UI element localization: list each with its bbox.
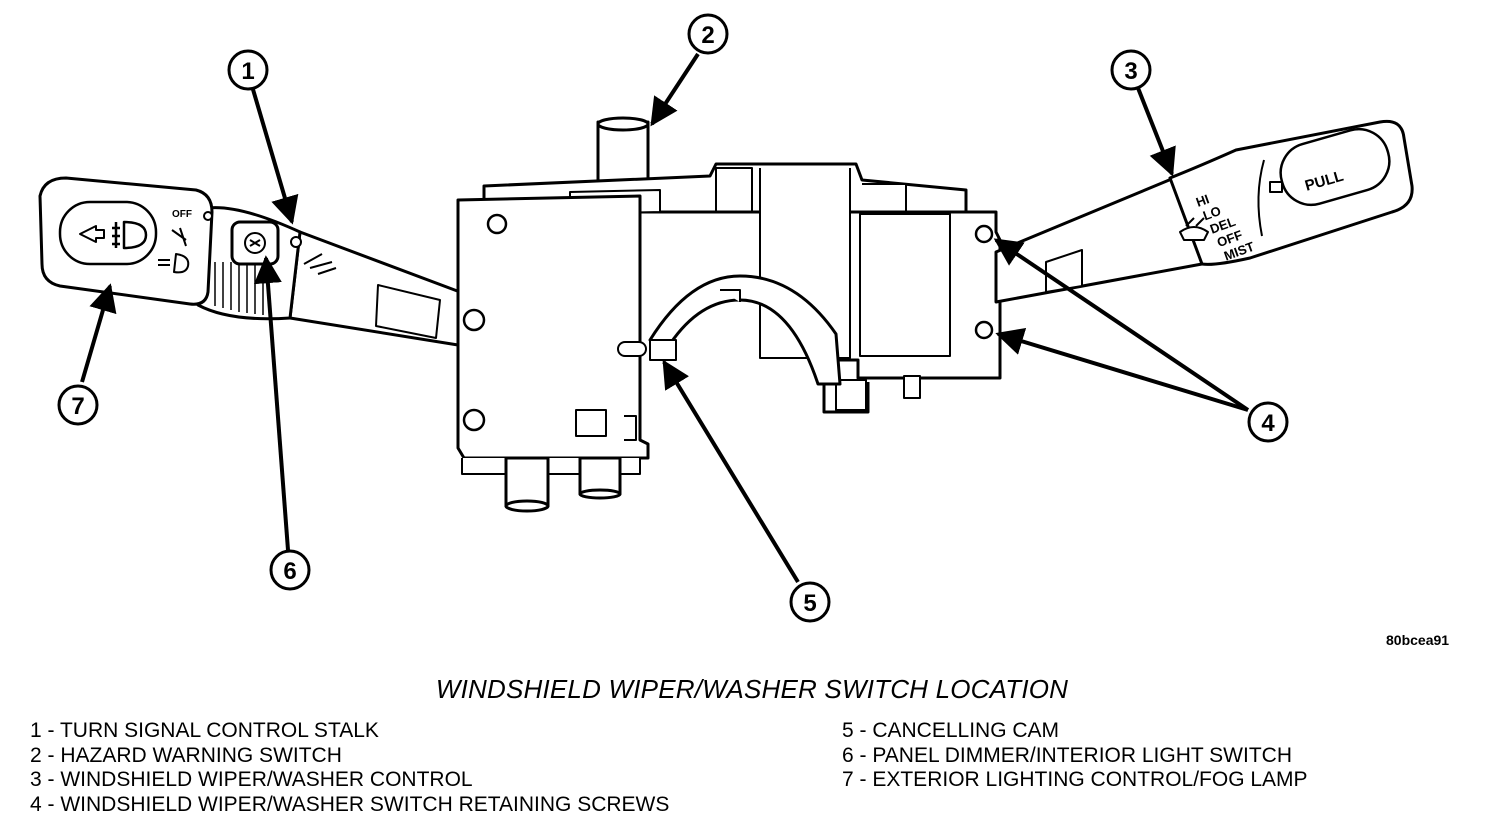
figure-id: 80bcea91 [1386,632,1450,648]
callout-4: 4 [1261,410,1275,437]
turn-signal-stalk [38,176,462,347]
leader-6 [253,255,290,551]
callout-3: 3 [1124,58,1137,85]
cancelling-cam [648,274,842,386]
callout-6: 6 [283,558,296,585]
leader-1 [250,85,299,225]
leader-5 [662,359,800,584]
retaining-screw-upper [974,224,994,244]
legend-item: 4 - WINDSHIELD WIPER/WASHER SWITCH RETAI… [30,792,670,816]
leader-2 [650,52,700,127]
legend-item: 3 - WINDSHIELD WIPER/WASHER CONTROL [30,768,473,791]
leader-4a [993,238,1250,412]
wiper-mode-lo: LO [1201,203,1223,223]
retaining-screw-lower [974,320,994,340]
callout-bubbles [57,13,1289,623]
figure-title: WINDSHIELD WIPER/WASHER SWITCH LOCATION [435,674,1069,704]
leader-lines [80,52,1250,584]
leader-3 [1136,87,1176,177]
callout-5: 5 [803,590,816,617]
wiper-mode-hi: HI [1194,191,1211,210]
legend-left: 1 - TURN SIGNAL CONTROL STALK 2 - HAZARD… [30,719,669,817]
legend-item: 2 - HAZARD WARNING SWITCH [30,743,342,767]
legend-item: 6 - PANEL DIMMER/INTERIOR LIGHT SWITCH [842,743,1292,767]
switch-housing [456,116,1002,513]
switch-assembly-diagram: OFF [38,13,1414,623]
legend-item: 5 - CANCELLING CAM [842,719,1060,742]
callout-2: 2 [701,22,714,49]
legend-item: 1 - TURN SIGNAL CONTROL STALK [30,719,379,742]
leader-4b [995,327,1249,412]
leader-7 [80,283,117,383]
wiper-washer-stalk [994,119,1414,304]
left-stalk-off-label: OFF [172,209,192,220]
legend-right: 5 - CANCELLING CAM 6 - PANEL DIMMER/INTE… [842,719,1308,793]
callout-7: 7 [71,393,84,420]
legend-item: 7 - EXTERIOR LIGHTING CONTROL/FOG LAMP [842,768,1308,791]
callout-1: 1 [241,58,254,85]
